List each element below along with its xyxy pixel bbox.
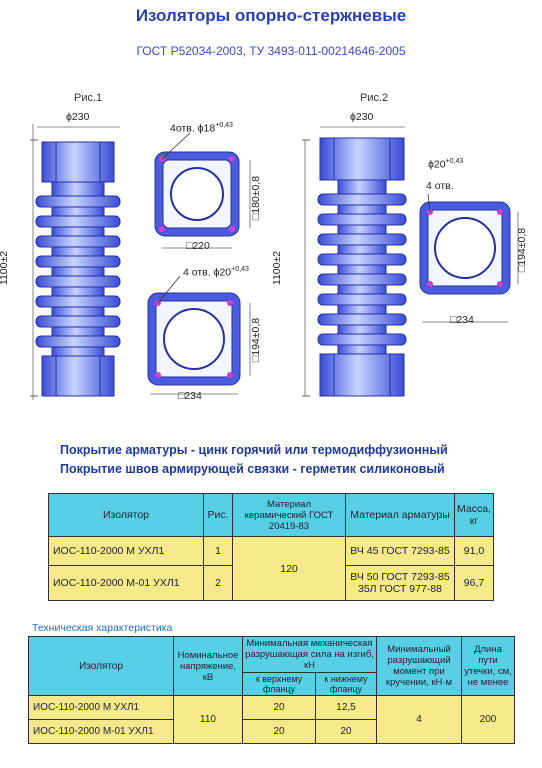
- dim-dia-fig1: ϕ230: [66, 111, 90, 123]
- insulator-drawing-1: [30, 124, 121, 400]
- tech-table: Изолятор Номинальное напряжение, кВ Мини…: [28, 636, 515, 744]
- tech-label: Техническая характеристика: [32, 622, 173, 634]
- dim-fig2-holes: 4 отв.: [426, 180, 454, 192]
- table-row: ИОС-110-2000 М УХЛ1 110 20 12,5 4 200: [28, 695, 515, 744]
- dim-fig2-holes-dia: ϕ20+0,43: [428, 158, 464, 171]
- dim-height-fig2: 1100±2: [271, 250, 284, 286]
- materials-table: Изолятор Рис. Материал керамический ГОСТ…: [48, 493, 494, 601]
- col-mass: Масса, кг: [454, 493, 494, 537]
- dim-fig1-top-width: □220: [186, 240, 210, 252]
- standard-reference: ГОСТ Р52034-2003, ТУ 3493-011-00214646-2…: [136, 44, 406, 58]
- table-row: ИОС-110-2000 М УХЛ1 1 120 ВЧ 45 ГОСТ 729…: [48, 536, 494, 601]
- col-voltage: Номинальное напряжение, кВ: [173, 636, 243, 696]
- coating-line-1: Покрытие арматуры - цинк горячий или тер…: [60, 443, 448, 457]
- dim-fig1-bottom-side: □194±0,8: [250, 317, 263, 363]
- technical-drawings: [30, 124, 519, 400]
- insulator-drawing-2: [302, 126, 407, 397]
- col-torsion: Минимальный разрушающий момент при круче…: [376, 636, 462, 696]
- col-ceramic: Материал керамический ГОСТ 20419-83: [232, 493, 346, 537]
- page-title: Изоляторы опорно-стержневые: [135, 6, 407, 25]
- col-leak: Длина пути утечки, см, не менее: [461, 636, 515, 696]
- dim-fig2-width: □234: [450, 314, 474, 326]
- dim-fig1-top-side: □180±0,8: [250, 175, 263, 221]
- flange-top-fig1: [154, 132, 251, 249]
- table-header: Изолятор Рис. Материал керамический ГОСТ…: [48, 493, 494, 537]
- col-fig: Рис.: [203, 493, 233, 537]
- dim-fig1-bottom-holes: 4 отв. ϕ20+0,43: [183, 266, 249, 279]
- fig1-label: Рис.1: [74, 92, 103, 104]
- dim-height-fig1: 1100±2: [0, 250, 11, 286]
- col-insulator: Изолятор: [28, 636, 174, 696]
- col-bend-bottom: к нижнему фланцу: [315, 672, 377, 696]
- coating-line-2: Покрытие швов армирующей связки - гермет…: [60, 462, 445, 476]
- col-bend-top: к верхнему фланцу: [242, 672, 316, 696]
- dim-dia-fig2: ϕ230: [350, 111, 374, 123]
- col-material: Материал арматуры: [345, 493, 455, 537]
- dim-fig1-bottom-width: □234: [178, 390, 202, 402]
- dim-fig2-side: □194±0,8: [516, 227, 529, 273]
- col-insulator: Изолятор: [48, 493, 204, 537]
- flange-bottom-fig1: [147, 275, 251, 395]
- table-header: Изолятор Номинальное напряжение, кВ Мини…: [28, 636, 515, 696]
- fig2-label: Рис.2: [360, 92, 389, 104]
- flange-fig2: [419, 193, 519, 323]
- col-bend: Минимальная механическая разрушающая сил…: [242, 636, 377, 673]
- dim-fig1-top-holes: 4отв. ϕ18+0,43: [170, 122, 233, 135]
